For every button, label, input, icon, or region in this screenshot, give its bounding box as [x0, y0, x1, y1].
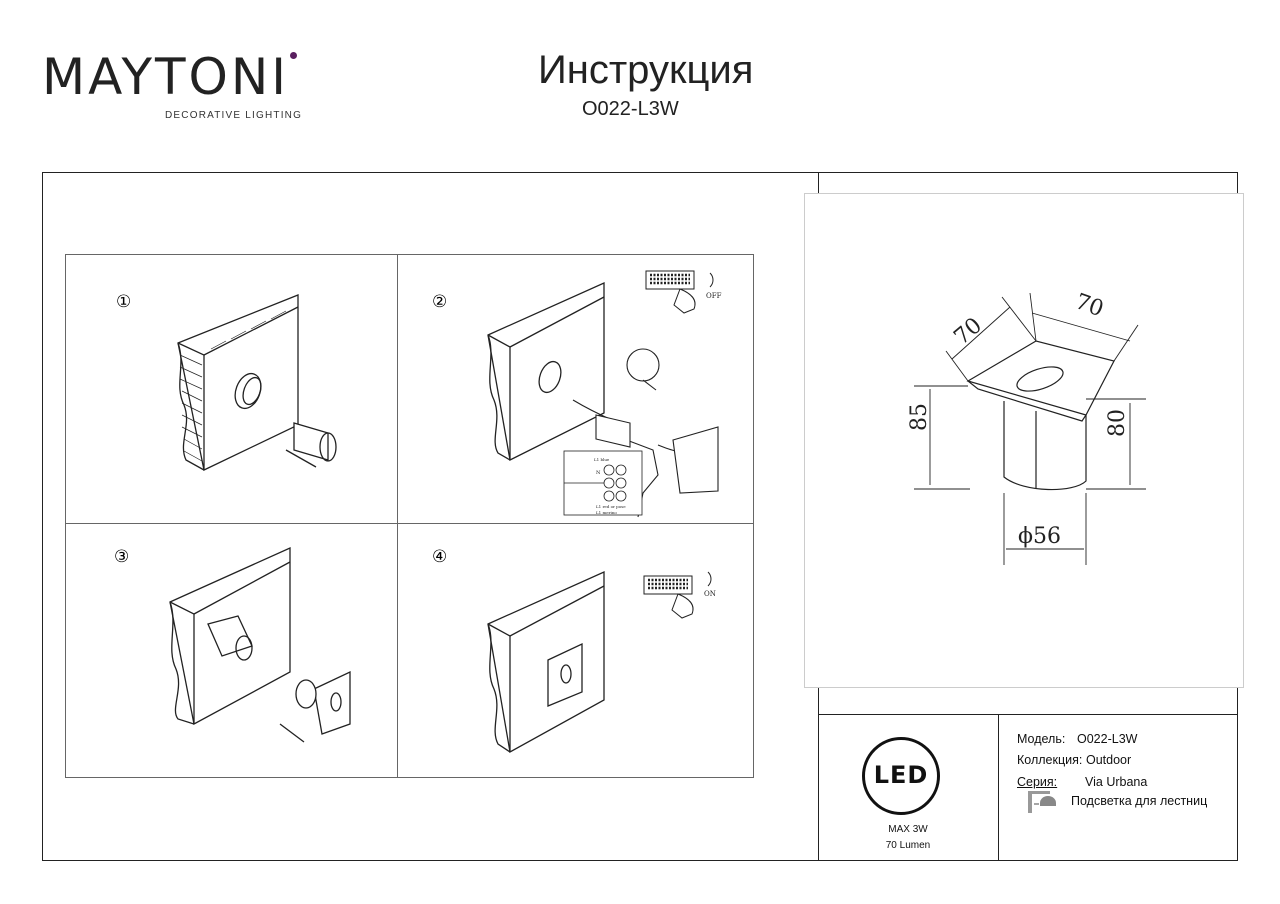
wiring-label: L1 merino [596, 510, 617, 515]
wall-icon [177, 294, 299, 471]
led-icon [862, 737, 940, 815]
switch-state: ON [704, 590, 716, 598]
step-4-illustration: ④ ON [432, 547, 716, 754]
dim-height-total: 85 [907, 403, 932, 431]
led-power: MAX 3W [888, 824, 928, 835]
lamp-icon [279, 670, 351, 743]
fixture-outline [966, 340, 1115, 491]
info-box-divider [998, 714, 1000, 861]
wall-icon [169, 546, 291, 725]
dim-width-right: 70 [1072, 289, 1107, 322]
housing-icon [285, 422, 337, 468]
steps-grid-hline [65, 523, 754, 524]
switch-state: OFF [706, 292, 722, 300]
led-label: LED [873, 761, 929, 789]
logo-accent-dot [290, 52, 297, 59]
brand-tagline: DECORATIVE LIGHTING [165, 110, 303, 121]
step-3-illustration: ③ [114, 546, 351, 743]
wall-icon [487, 281, 605, 461]
dim-width-left: 70 [949, 313, 987, 350]
step-1-illustration: ① [116, 292, 337, 471]
spec-collection-label: Коллекция: [1017, 753, 1083, 767]
wall-icon [487, 570, 605, 754]
dimension-drawing: 70 70 85 80 ϕ56 [907, 289, 1146, 565]
wiring-icon: L1 blue N L1 red or pose L1 merino [563, 348, 719, 518]
model-code: O022-L3W [582, 98, 679, 120]
step-number: ① [116, 292, 131, 312]
led-badge: LED MAX 3W 70 Lumen [818, 715, 998, 861]
dimension-lines [914, 292, 1146, 565]
step-number: ④ [432, 547, 447, 567]
step-2-illustration: ② L1 blue N L1 red or pose L1 merino OFF [432, 270, 722, 518]
spec-series-value: Via Urbana [1085, 775, 1148, 789]
spec-series-label: Серия: [1017, 775, 1058, 789]
wiring-label: L1 red or pose [596, 504, 626, 509]
dim-diameter: ϕ56 [1018, 524, 1061, 549]
dim-height-body: 80 [1105, 409, 1130, 437]
drawing-panel [804, 193, 1244, 688]
page-title: Инструкция [538, 48, 754, 92]
spec-model-label: Модель: [1017, 732, 1066, 746]
steps-grid-vline [397, 254, 398, 778]
info-box-top-rule [818, 714, 1238, 716]
led-lumen: 70 Lumen [885, 840, 931, 851]
switch-off-icon: OFF [645, 270, 722, 314]
wiring-label: N [596, 470, 601, 476]
wiring-label: L1 blue [594, 457, 610, 462]
steps-grid [65, 254, 754, 778]
stair-light-icon [1028, 791, 1056, 813]
spec-table: Модель: O022-L3W Коллекция: Outdoor Сери… [1000, 715, 1238, 861]
step-number: ② [432, 292, 447, 312]
step-number: ③ [114, 547, 129, 567]
spec-collection-value: Outdoor [1086, 753, 1132, 767]
spec-model-value: O022-L3W [1077, 732, 1138, 746]
spec-application: Подсветка для лестниц [1071, 794, 1208, 808]
switch-on-icon: ON [643, 571, 716, 619]
brand-logo: MAYTONI [42, 48, 290, 106]
